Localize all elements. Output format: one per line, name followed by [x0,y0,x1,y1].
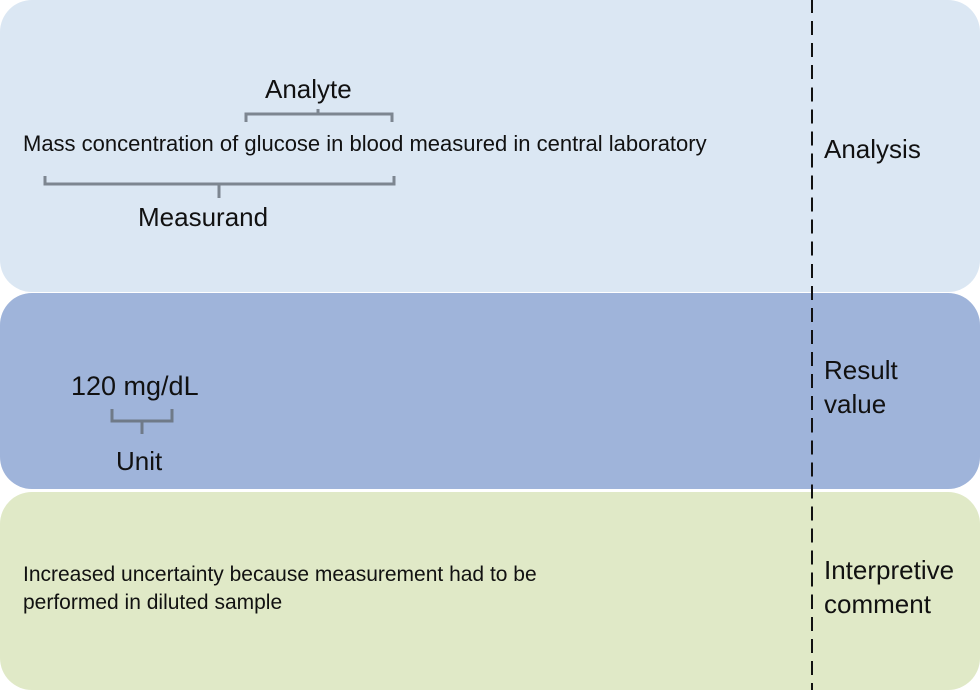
comment-text-line1: Increased uncertainty because measuremen… [23,563,537,586]
measurand-label: Measurand [138,202,269,232]
result-value-section [0,293,980,489]
result-label-line2: value [824,389,887,419]
unit-brace-icon [110,409,174,434]
analyte-label: Analyte [265,74,352,104]
interpretive-comment-section [0,492,980,690]
analyte-brace-icon [244,109,394,122]
measurand-brace-icon [43,176,396,198]
measurand-sentence: Mass concentration of glucose in blood m… [23,131,707,156]
comment-text-line2: performed in diluted sample [23,591,283,614]
dashed-divider [811,0,813,690]
analysis-section [0,0,980,292]
result-label-line1: Result [824,355,898,385]
comment-label-line2: comment [824,589,931,619]
result-value: 120 mg/dL [71,371,199,401]
comment-label-line1: Interpretive [824,555,955,585]
unit-label: Unit [116,446,163,476]
analysis-label: Analysis [824,134,921,164]
